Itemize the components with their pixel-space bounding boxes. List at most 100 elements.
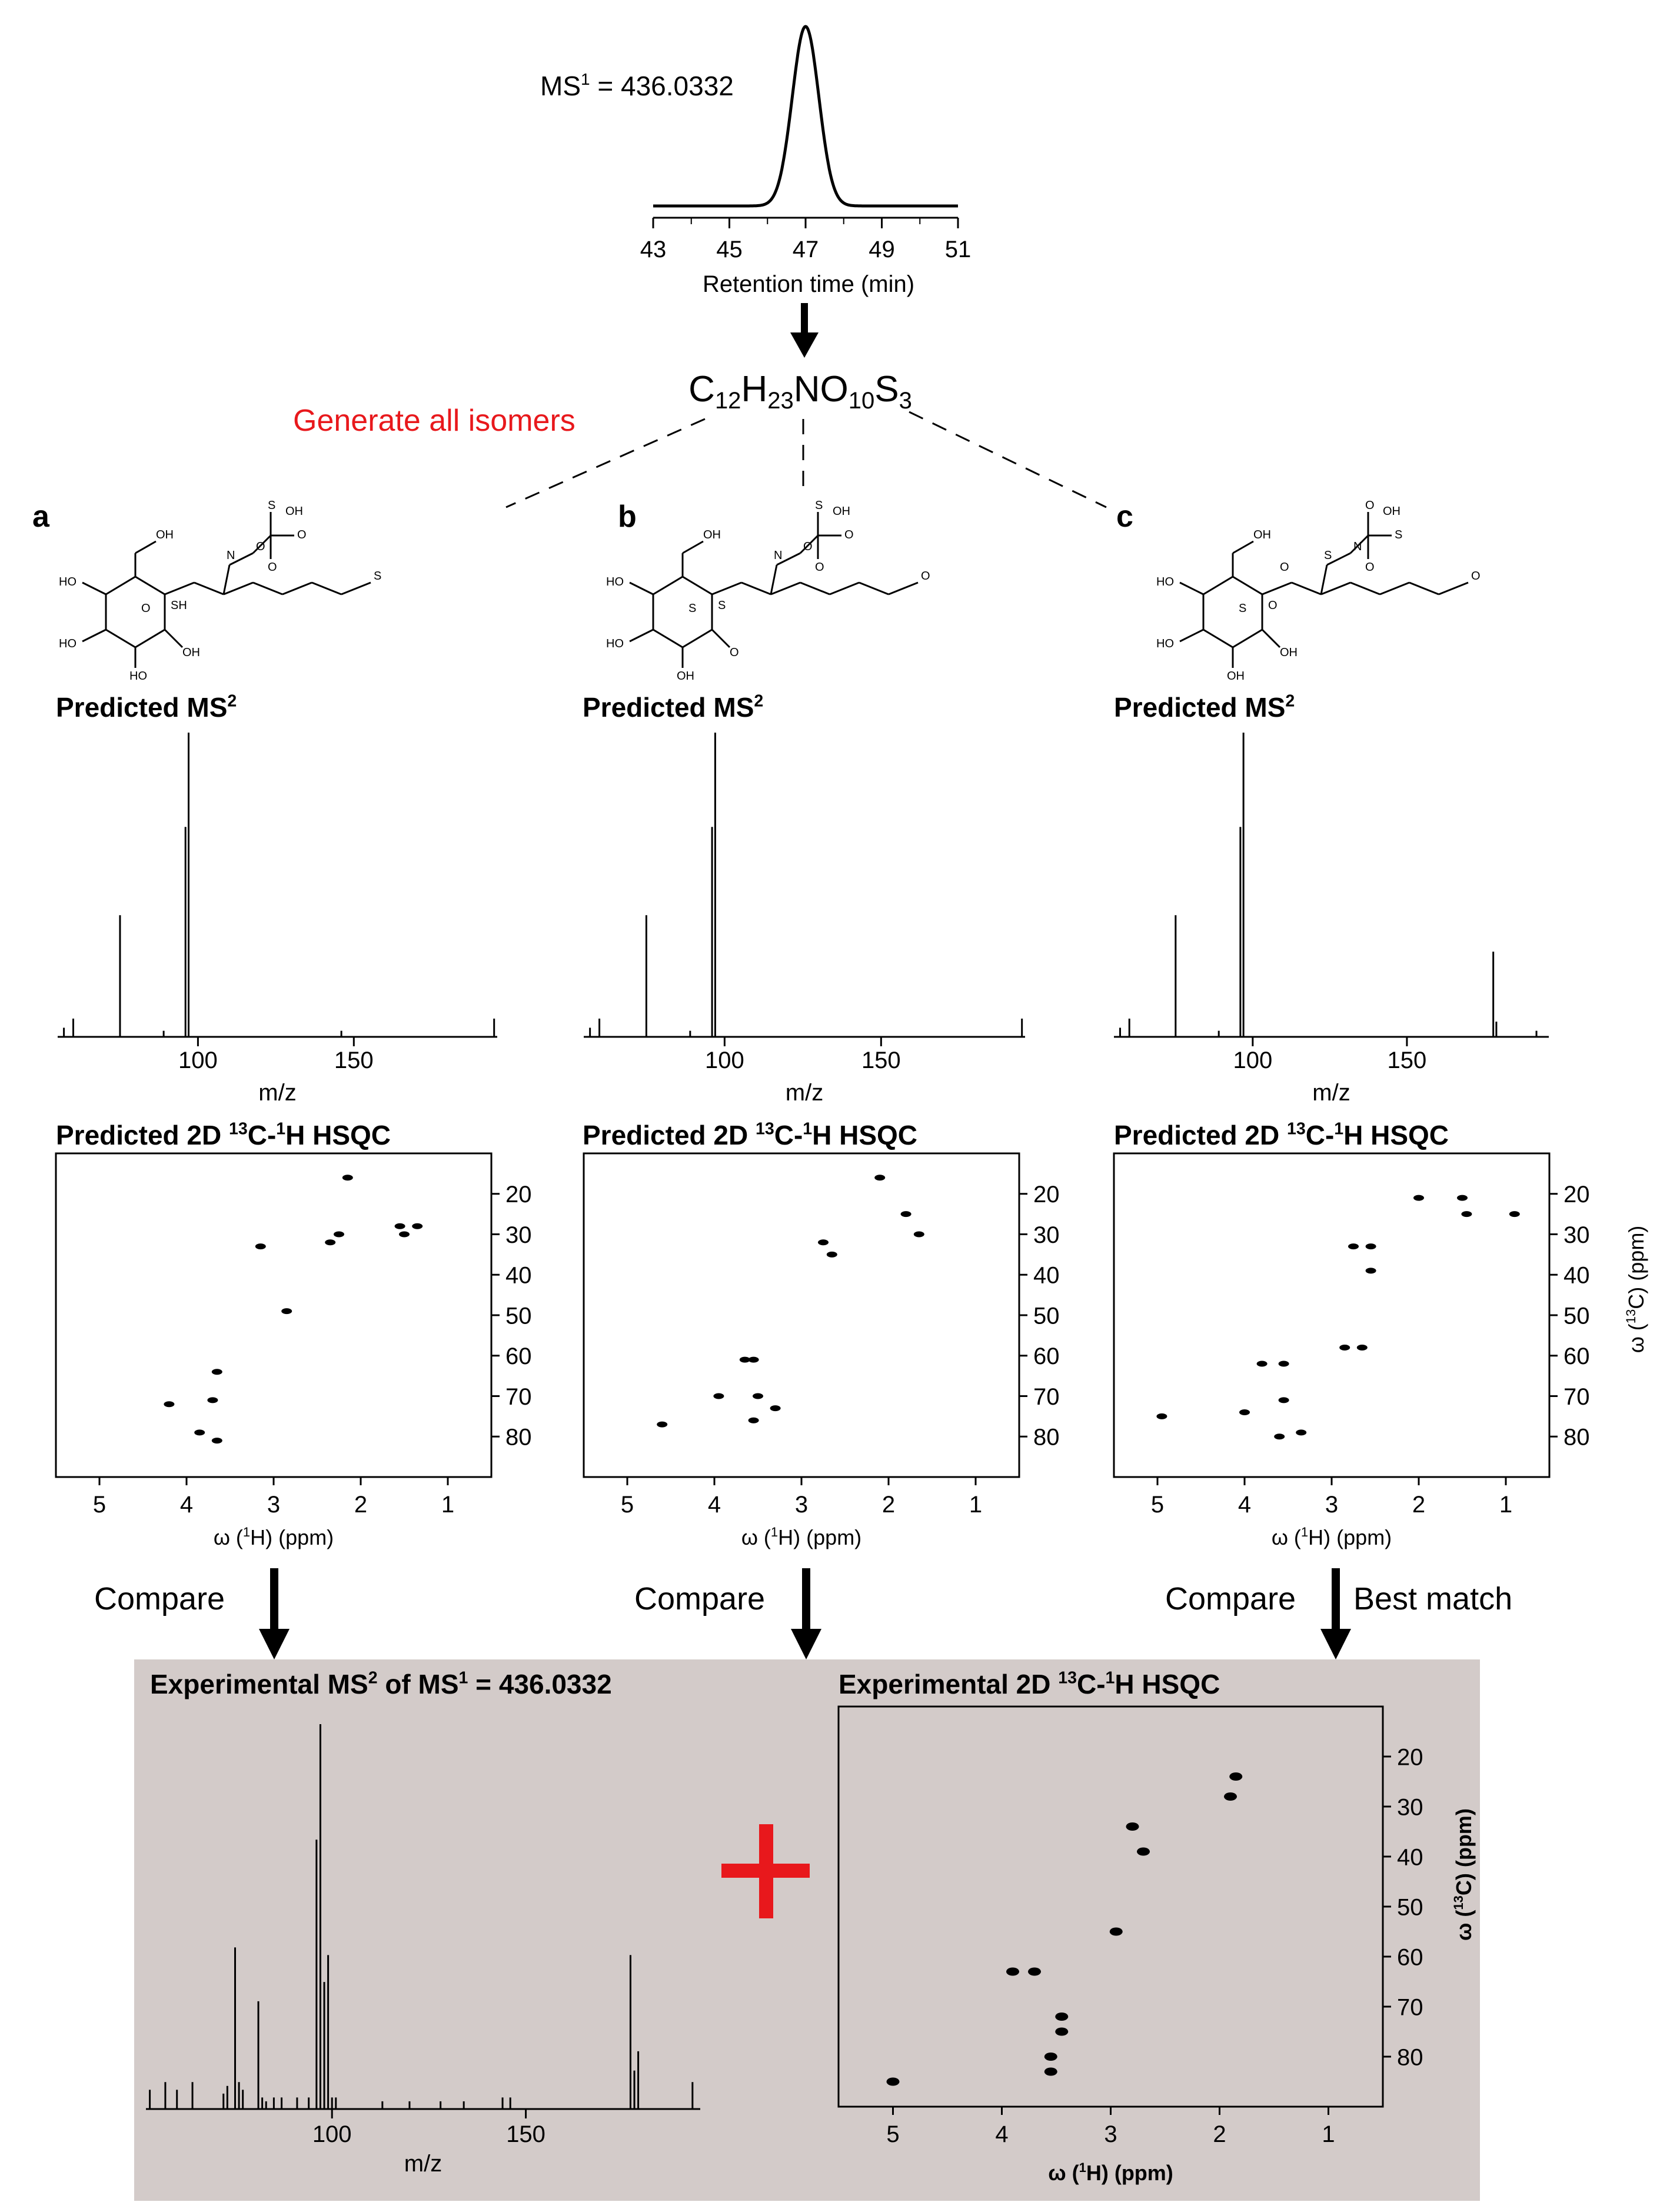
rt-tick-label: 49 <box>869 237 895 262</box>
rt-tick-label: 51 <box>945 237 972 262</box>
atom-label: O <box>1471 570 1481 583</box>
bond <box>1291 581 1322 596</box>
bond <box>1261 628 1281 648</box>
hsqc-peak <box>412 1223 423 1229</box>
c-tick-label: 80 <box>1563 1425 1590 1451</box>
hsqc-peak <box>399 1231 410 1238</box>
hsqc-peak <box>748 1417 759 1423</box>
atom-label: O <box>803 540 813 553</box>
atom-label: O <box>141 602 151 615</box>
bond <box>1409 581 1439 596</box>
hsqc-peak <box>255 1243 266 1250</box>
h-axis-label: ω (1H) (ppm) <box>741 1525 861 1549</box>
candidate-letter: b <box>618 500 637 534</box>
c-tick-label: 50 <box>1033 1303 1060 1329</box>
atom-label: O <box>1268 599 1278 612</box>
superscript: 13 <box>1058 1669 1077 1688</box>
label-text: ω ( <box>1452 1910 1476 1941</box>
atom-label: HO <box>606 637 624 650</box>
hsqc-peak <box>748 1356 759 1363</box>
h-axis-label: ω (1H) (ppm) <box>1048 2160 1173 2185</box>
atom-label: O <box>1365 499 1375 512</box>
label-text: H) (ppm) <box>250 1525 334 1549</box>
bond <box>829 581 860 596</box>
hsqc-peak <box>1044 2067 1057 2076</box>
best-match-label: Best match <box>1353 1581 1512 1616</box>
hsqc-peak <box>1356 1345 1368 1351</box>
title-text: Predicted 2D <box>1114 1120 1287 1150</box>
title-text: Predicted MS <box>56 692 227 723</box>
predicted-hsqc-title: Predicted 2D 13C-1H HSQC <box>56 1120 391 1150</box>
c-tick-label: 70 <box>1563 1384 1590 1410</box>
bond <box>776 552 801 566</box>
rt-tick-label: 45 <box>716 237 743 262</box>
title-text: Predicted MS <box>1114 692 1285 723</box>
mz-tick-label: 150 <box>506 2121 545 2147</box>
hsqc-peak <box>1348 1243 1359 1250</box>
c-tick-label: 30 <box>1033 1222 1060 1248</box>
c-tick-label: 20 <box>505 1182 532 1208</box>
h-tick-label: 4 <box>180 1492 193 1518</box>
hsqc-peak <box>739 1356 750 1363</box>
plus-icon <box>721 1824 810 1918</box>
atom-label: O <box>815 561 824 574</box>
label-text: ω ( <box>741 1525 771 1549</box>
mz-tick-label: 100 <box>705 1047 744 1073</box>
title-text: Experimental 2D <box>839 1669 1058 1699</box>
compare-label: Compare <box>1165 1581 1296 1616</box>
hsqc-frame <box>55 1152 493 1478</box>
hsqc-peak <box>1365 1268 1376 1274</box>
h-tick-label: 2 <box>1213 2121 1226 2147</box>
label-text: ω ( <box>1272 1525 1301 1549</box>
title-text: C- <box>774 1120 803 1150</box>
c-tick-label: 60 <box>505 1343 532 1369</box>
bond <box>800 581 830 596</box>
hsqc-peak <box>342 1175 353 1181</box>
bond <box>1349 534 1369 554</box>
hsqc-peak <box>1339 1345 1350 1351</box>
hsqc-frame <box>1113 1152 1551 1478</box>
atom-label: S <box>688 602 696 615</box>
c-tick-label: 60 <box>1033 1343 1060 1369</box>
bond <box>135 540 157 554</box>
hsqc-peak <box>1461 1211 1472 1218</box>
bond <box>1179 581 1204 596</box>
bond <box>629 628 654 643</box>
h-tick-label: 2 <box>1412 1492 1425 1518</box>
bond <box>711 628 731 648</box>
ms1-label: MS1 = 436.0332 <box>540 70 734 101</box>
hsqc-peak <box>1137 1847 1150 1856</box>
experimental-panel <box>134 1659 1480 2201</box>
atom-label: OH <box>156 528 174 541</box>
superscript: 1 <box>459 1669 468 1688</box>
hsqc-peak <box>1365 1243 1376 1250</box>
compare-label: Compare <box>94 1581 225 1616</box>
bond <box>770 564 778 595</box>
h-tick-label: 1 <box>1499 1492 1512 1518</box>
hsqc-peak <box>826 1251 837 1258</box>
superscript: 1 <box>1334 1120 1343 1139</box>
title-text: = 436.0332 <box>468 1669 611 1699</box>
bond <box>222 564 231 595</box>
down-arrow-icon <box>259 1568 290 1659</box>
c-tick-label: 20 <box>1563 1182 1590 1208</box>
predicted-ms2-title: Predicted MS2 <box>56 692 237 723</box>
hsqc-peak <box>1278 1397 1289 1403</box>
mz-tick-label: 100 <box>178 1047 218 1073</box>
superscript: 13 <box>1451 1895 1466 1910</box>
c-tick-label: 30 <box>1397 1794 1423 1820</box>
c-tick-label: 50 <box>505 1303 532 1329</box>
atom-label: O <box>268 561 277 574</box>
hsqc-peak <box>1229 1772 1243 1781</box>
atom-label: HO <box>129 670 147 683</box>
atom-label: O <box>297 528 307 541</box>
superscript: 1 <box>243 1525 250 1539</box>
mz-axis-label: m/z <box>786 1080 823 1106</box>
bond <box>164 628 184 648</box>
title-text: H HSQC <box>285 1120 391 1150</box>
hsqc-peak <box>1156 1413 1167 1419</box>
down-arrow-icon <box>1320 1568 1351 1659</box>
hsqc-peak <box>1274 1433 1285 1440</box>
